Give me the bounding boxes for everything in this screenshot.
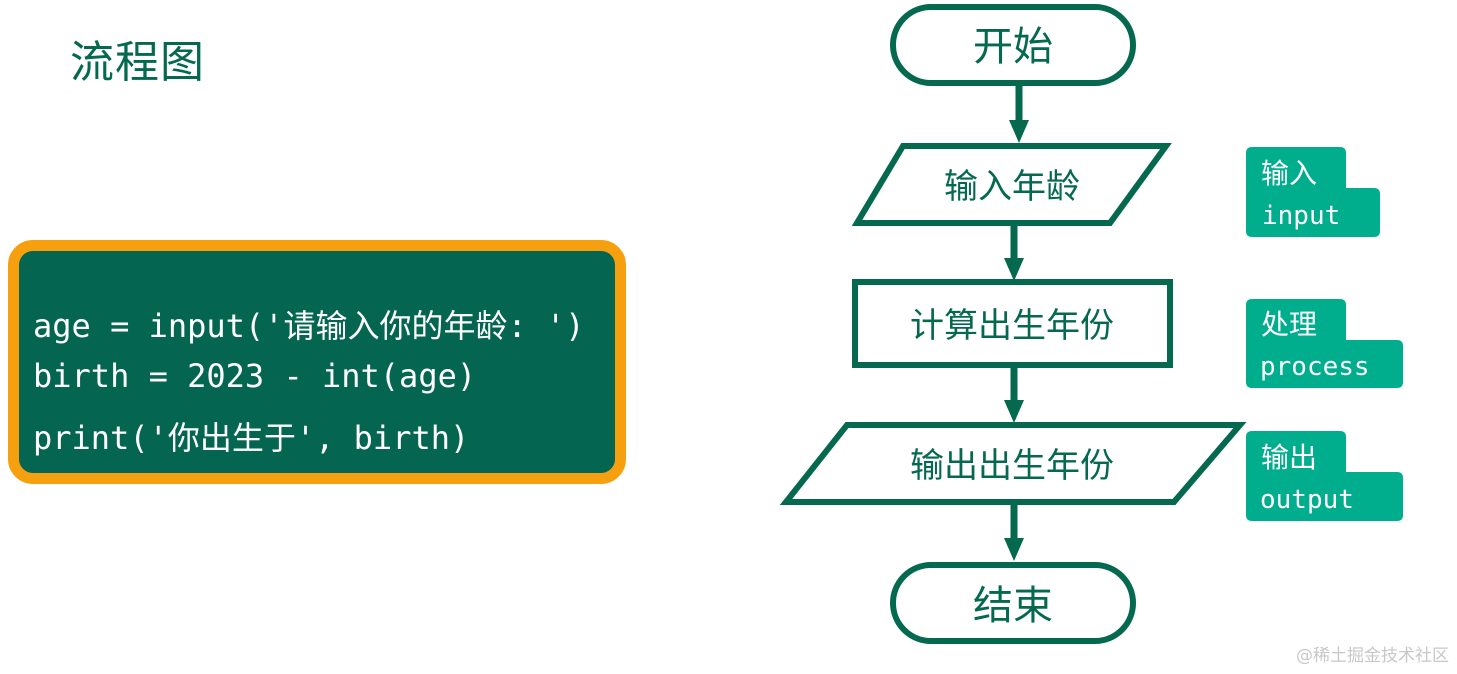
arrow-process-to-output	[1004, 368, 1024, 423]
input-shape	[851, 143, 1172, 226]
start-node: 开始	[890, 4, 1136, 86]
arrow-start-to-input	[1009, 86, 1029, 143]
start-shape	[890, 4, 1136, 86]
watermark: @稀土掘金技术社区	[1296, 646, 1449, 666]
process-shape	[852, 279, 1173, 368]
end-label: 结束	[973, 583, 1053, 629]
output-shape	[779, 422, 1247, 505]
end-node: 结束	[890, 562, 1136, 644]
legend-input-cn: 输入	[1261, 157, 1317, 190]
legend-tag-process: 处理 process	[1246, 299, 1403, 388]
end-shape	[890, 562, 1136, 644]
legend-process-en: process	[1260, 352, 1370, 382]
process-node: 计算出生年份	[852, 279, 1173, 368]
input-label: 输入年龄	[944, 167, 1080, 207]
legend-tag-output: 输出 output	[1246, 431, 1403, 521]
legend-output-cn: 输出	[1261, 441, 1317, 474]
code-line-1: age = input('请输入你的年龄: ')	[33, 307, 585, 345]
start-label: 开始	[973, 24, 1053, 70]
process-label: 计算出生年份	[910, 306, 1114, 346]
legend-tag-input: 输入 input	[1246, 147, 1380, 237]
arrow-input-to-process	[1004, 226, 1024, 281]
output-node: 输出出生年份	[779, 422, 1247, 505]
page-title: 流程图	[70, 37, 205, 88]
code-line-3: print('你出生于', birth)	[33, 419, 470, 457]
arrow-output-to-end	[1004, 505, 1024, 561]
input-node: 输入年龄	[851, 143, 1172, 226]
output-label: 输出出生年份	[910, 446, 1114, 486]
legend-process-cn: 处理	[1261, 308, 1317, 341]
code-line-2: birth = 2023 - int(age)	[33, 357, 477, 395]
legend-input-en: input	[1262, 201, 1340, 231]
legend-output-en: output	[1260, 485, 1354, 515]
code-block: age = input('请输入你的年龄: ') birth = 2023 - …	[8, 240, 626, 484]
